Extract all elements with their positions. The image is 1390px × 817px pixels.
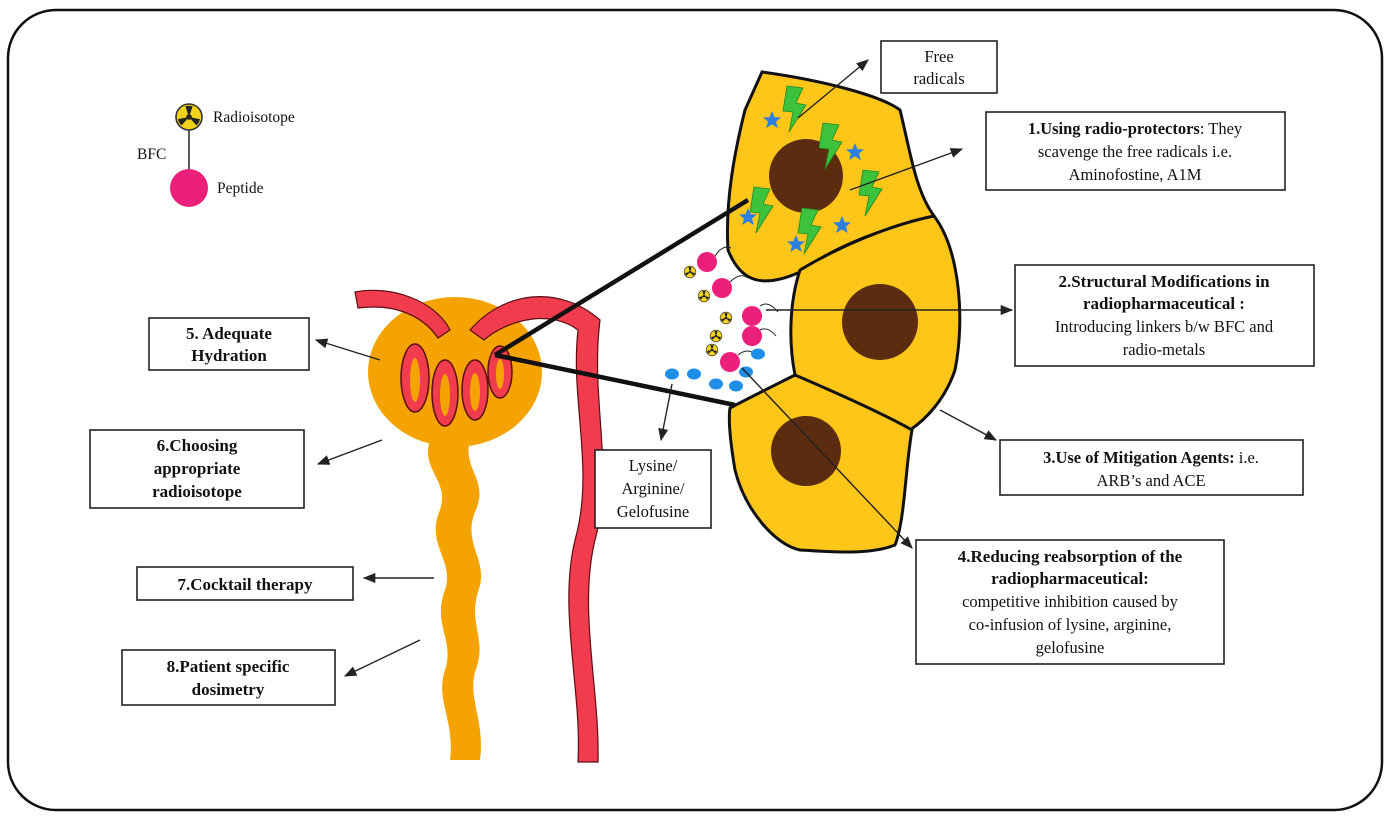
box4-bold-line-1: 4.Reducing reabsorption of the xyxy=(958,547,1183,566)
box7-line-1: 7.Cocktail therapy xyxy=(177,575,313,594)
radioisotope-icon xyxy=(698,290,710,302)
box3-rest-text: i.e. xyxy=(1235,448,1259,467)
box3-line-2: ARB’s and ACE xyxy=(1096,471,1205,490)
nucleus-middle xyxy=(842,284,918,360)
box4-line-3: competitive inhibition caused by xyxy=(962,592,1179,611)
peptide-icon xyxy=(697,252,717,272)
legend-peptide-label: Peptide xyxy=(217,180,264,197)
box5-line-1: 5. Adequate xyxy=(186,324,272,343)
box6-line-1: 6.Choosing xyxy=(157,436,238,455)
radioisotope-icon xyxy=(720,312,732,324)
box-7-cocktail-therapy: 7.Cocktail therapy xyxy=(137,567,353,600)
lysine-dot xyxy=(687,369,701,380)
radioisotope-icon xyxy=(710,330,722,342)
radioisotope-icon xyxy=(176,104,202,130)
lysine-line-2: Arginine/ xyxy=(622,479,685,498)
peptide-icon xyxy=(720,352,740,372)
box-6-choosing-radioisotope: 6.Choosing appropriate radioisotope xyxy=(90,430,304,508)
box-3-mitigation-agents: 3.Use of Mitigation Agents: i.e. ARB’s a… xyxy=(1000,440,1303,495)
lysine-line-3: Gelofusine xyxy=(617,502,689,521)
lysine-dot xyxy=(709,379,723,390)
lysine-dot xyxy=(665,369,679,380)
box3-line-1: 3.Use of Mitigation Agents: i.e. xyxy=(1043,448,1259,467)
box2-bold-line-1: 2.Structural Modifications in xyxy=(1058,272,1270,291)
free-radicals-line-2: radicals xyxy=(913,69,964,88)
box-8-patient-dosimetry: 8.Patient specific dosimetry xyxy=(122,650,335,705)
radioisotope-icon xyxy=(684,266,696,278)
box-1-radio-protectors: 1.Using radio-protectors: They scavenge … xyxy=(986,112,1285,190)
peptide-icon xyxy=(742,306,762,326)
box1-bold-text: 1.Using radio-protectors xyxy=(1028,119,1201,138)
box6-line-3: radioisotope xyxy=(152,482,242,501)
box8-line-2: dosimetry xyxy=(192,680,265,699)
box8-line-1: 8.Patient specific xyxy=(167,657,290,676)
box-lysine-arginine-gelofusine: Lysine/ Arginine/ Gelofusine xyxy=(595,450,711,528)
box1-line-1: 1.Using radio-protectors: They xyxy=(1028,119,1243,138)
lysine-dot xyxy=(729,381,743,392)
radioisotope-icon xyxy=(706,344,718,356)
legend-bfc-label: BFC xyxy=(137,146,166,163)
box4-bold-line-2: radiopharmaceutical: xyxy=(991,569,1149,588)
peptide-icon xyxy=(712,278,732,298)
box5-line-2: Hydration xyxy=(191,346,267,365)
box3-bold-text: 3.Use of Mitigation Agents: xyxy=(1043,448,1235,467)
box-2-structural-modifications: 2.Structural Modifications in radiopharm… xyxy=(1015,265,1314,366)
peptide-icon xyxy=(742,326,762,346)
free-radicals-line-1: Free xyxy=(924,47,953,66)
nucleus-bottom xyxy=(771,416,841,486)
free-radicals-label: Free radicals xyxy=(881,41,997,93)
legend-radioisotope-label: Radioisotope xyxy=(213,109,295,126)
box6-line-2: appropriate xyxy=(154,459,241,478)
box-4-reducing-reabsorption: 4.Reducing reabsorption of the radiophar… xyxy=(916,540,1224,664)
box1-rest-text: : They xyxy=(1200,119,1243,138)
peptide-icon xyxy=(170,169,208,207)
box2-line-4: radio-metals xyxy=(1123,340,1205,359)
lysine-line-1: Lysine/ xyxy=(629,456,678,475)
box4-line-4: co-infusion of lysine, arginine, xyxy=(969,615,1172,634)
box4-line-5: gelofusine xyxy=(1036,638,1105,657)
lysine-dot xyxy=(751,349,765,360)
box2-line-3: Introducing linkers b/w BFC and xyxy=(1055,317,1274,336)
box1-line-2: scavenge the free radicals i.e. xyxy=(1038,142,1232,161)
box1-line-3: Aminofostine, A1M xyxy=(1069,165,1202,184)
box-5-adequate-hydration: 5. Adequate Hydration xyxy=(149,318,309,370)
box2-bold-line-2: radiopharmaceutical : xyxy=(1083,294,1245,313)
